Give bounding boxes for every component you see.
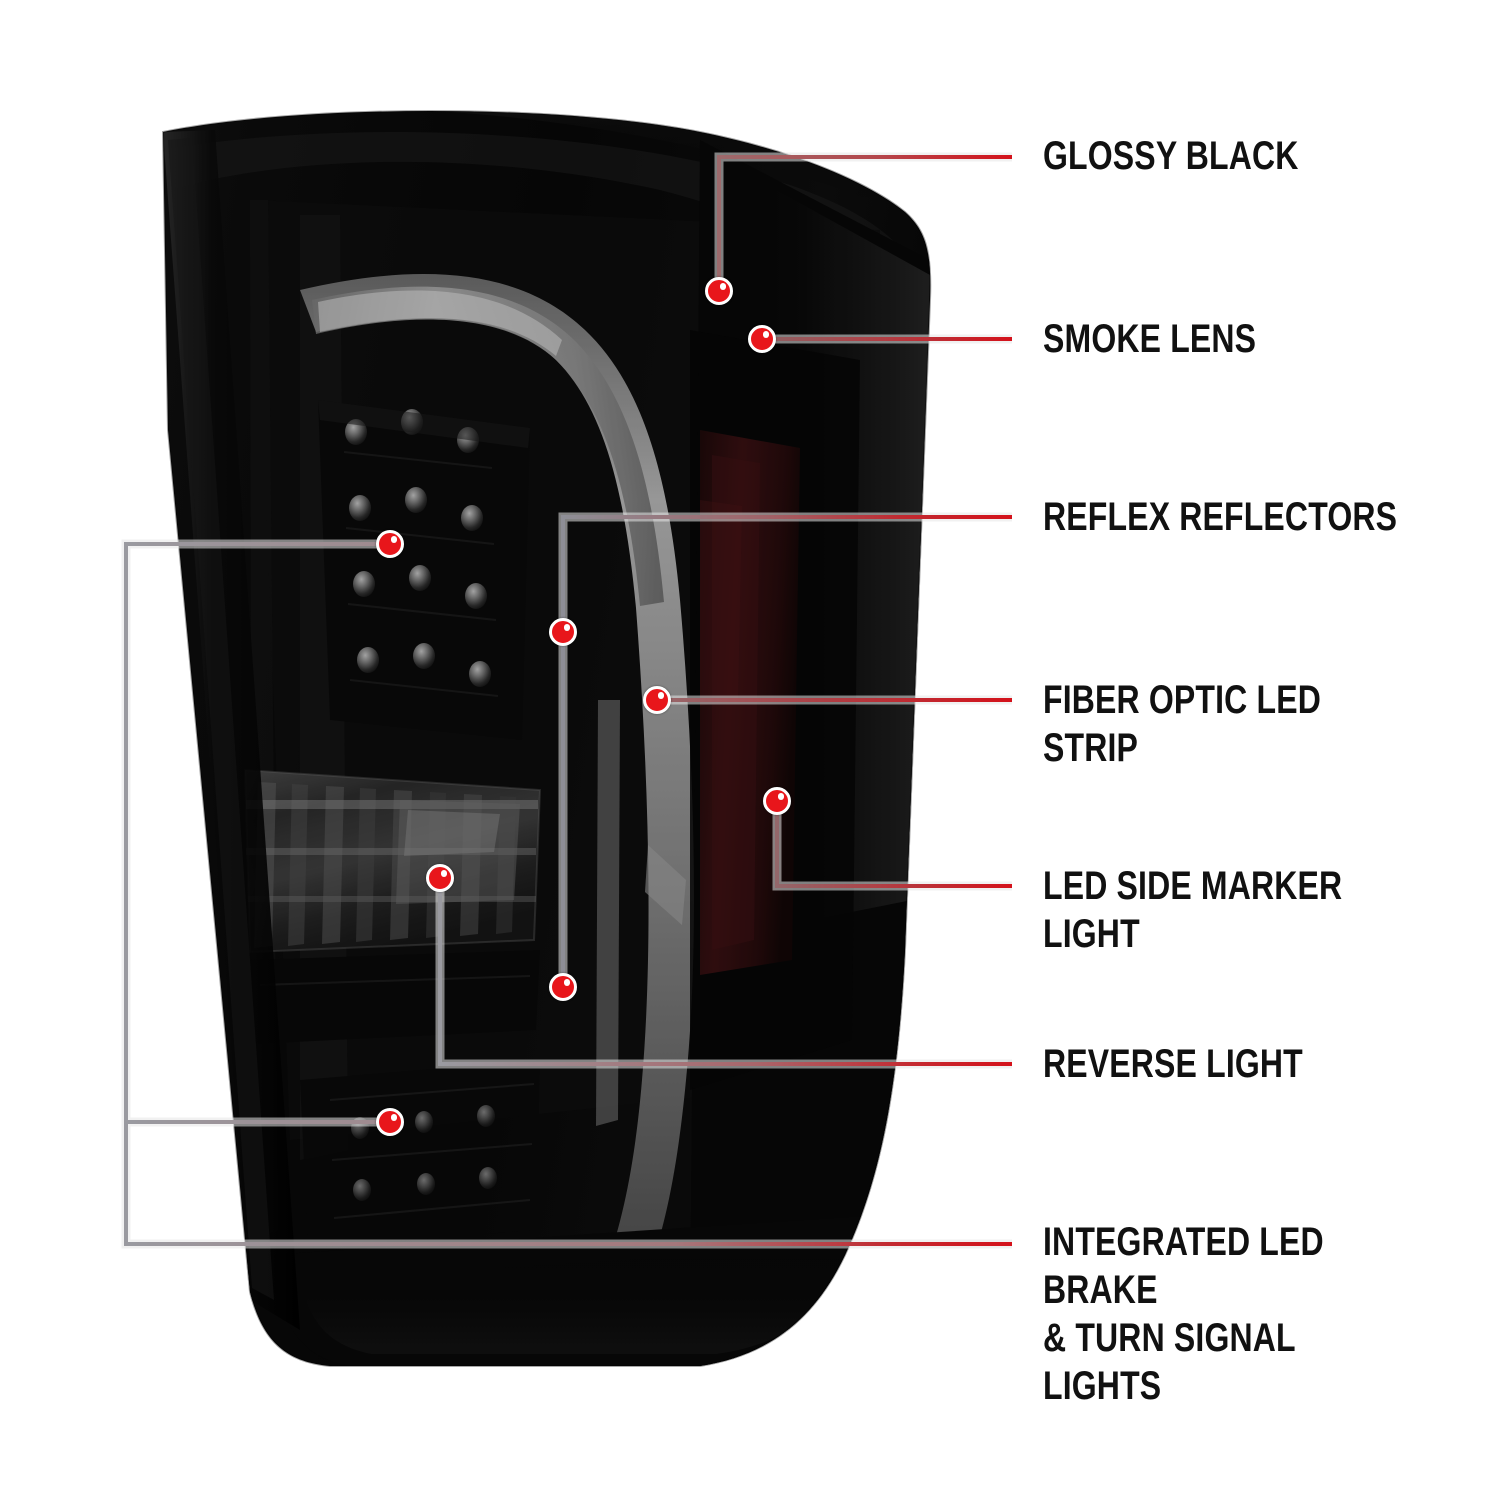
callout-dot-fiber-optic-led-strip[interactable] xyxy=(643,686,671,714)
callout-label-integrated-led-brake-turn: INTEGRATED LED BRAKE & TURN SIGNAL LIGHT… xyxy=(1043,1220,1324,1408)
callout-label-reverse-light: REVERSE LIGHT xyxy=(1043,1042,1303,1086)
callout-dot-brake-turn-upper[interactable] xyxy=(376,530,404,558)
leader-reverse-light xyxy=(435,878,1012,1069)
callout-dot-brake-turn-lower[interactable] xyxy=(376,1108,404,1136)
callout-dot-led-side-marker-light[interactable] xyxy=(763,787,791,815)
leader-integrated-brake-turn xyxy=(121,539,1012,1249)
leader-reflex-reflectors xyxy=(558,512,1012,987)
callout-dot-reflex-reflector-upper[interactable] xyxy=(549,618,577,646)
callout-dot-reverse-light[interactable] xyxy=(426,864,454,892)
callout-label-led-side-marker-light: LED SIDE MARKER LIGHT xyxy=(1043,864,1343,956)
callout-label-smoke-lens: SMOKE LENS xyxy=(1043,317,1257,361)
leader-side-marker xyxy=(772,801,1012,891)
callout-label-reflex-reflectors: REFLEX REFLECTORS xyxy=(1043,495,1398,539)
callout-dot-glossy-black[interactable] xyxy=(705,277,733,305)
callout-label-fiber-optic-led-strip: FIBER OPTIC LED STRIP xyxy=(1043,678,1321,770)
callout-dot-smoke-lens[interactable] xyxy=(748,325,776,353)
callout-dot-reflex-reflector-lower[interactable] xyxy=(549,973,577,1001)
callout-label-glossy-black: GLOSSY BLACK xyxy=(1043,134,1299,178)
leader-glossy-black xyxy=(714,152,1012,291)
